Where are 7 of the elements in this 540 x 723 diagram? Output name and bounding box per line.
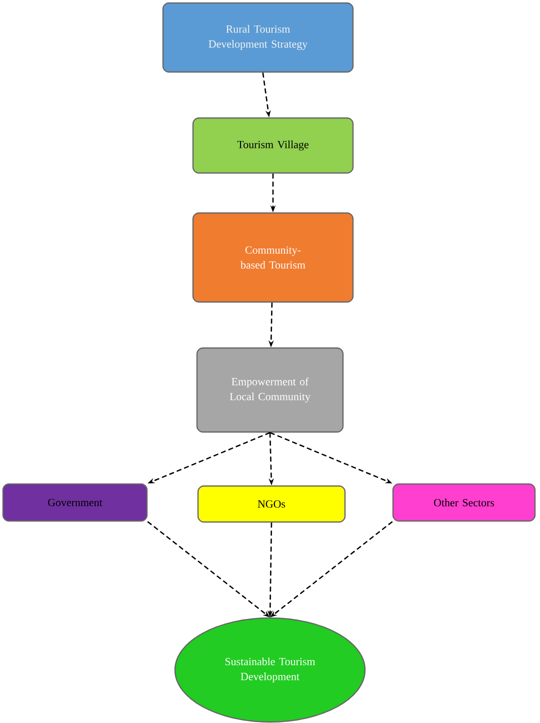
process-box: NGOs: [197, 485, 346, 523]
process-box: Rural Tourism Development Strategy: [162, 2, 354, 73]
process-box: Community-based Tourism: [192, 212, 354, 303]
process-box: Other Sectors: [392, 483, 536, 522]
process-box: Tourism Village: [192, 117, 354, 174]
process-box: Government: [2, 483, 148, 522]
process-box: Empowerment of Local Community: [196, 347, 344, 433]
